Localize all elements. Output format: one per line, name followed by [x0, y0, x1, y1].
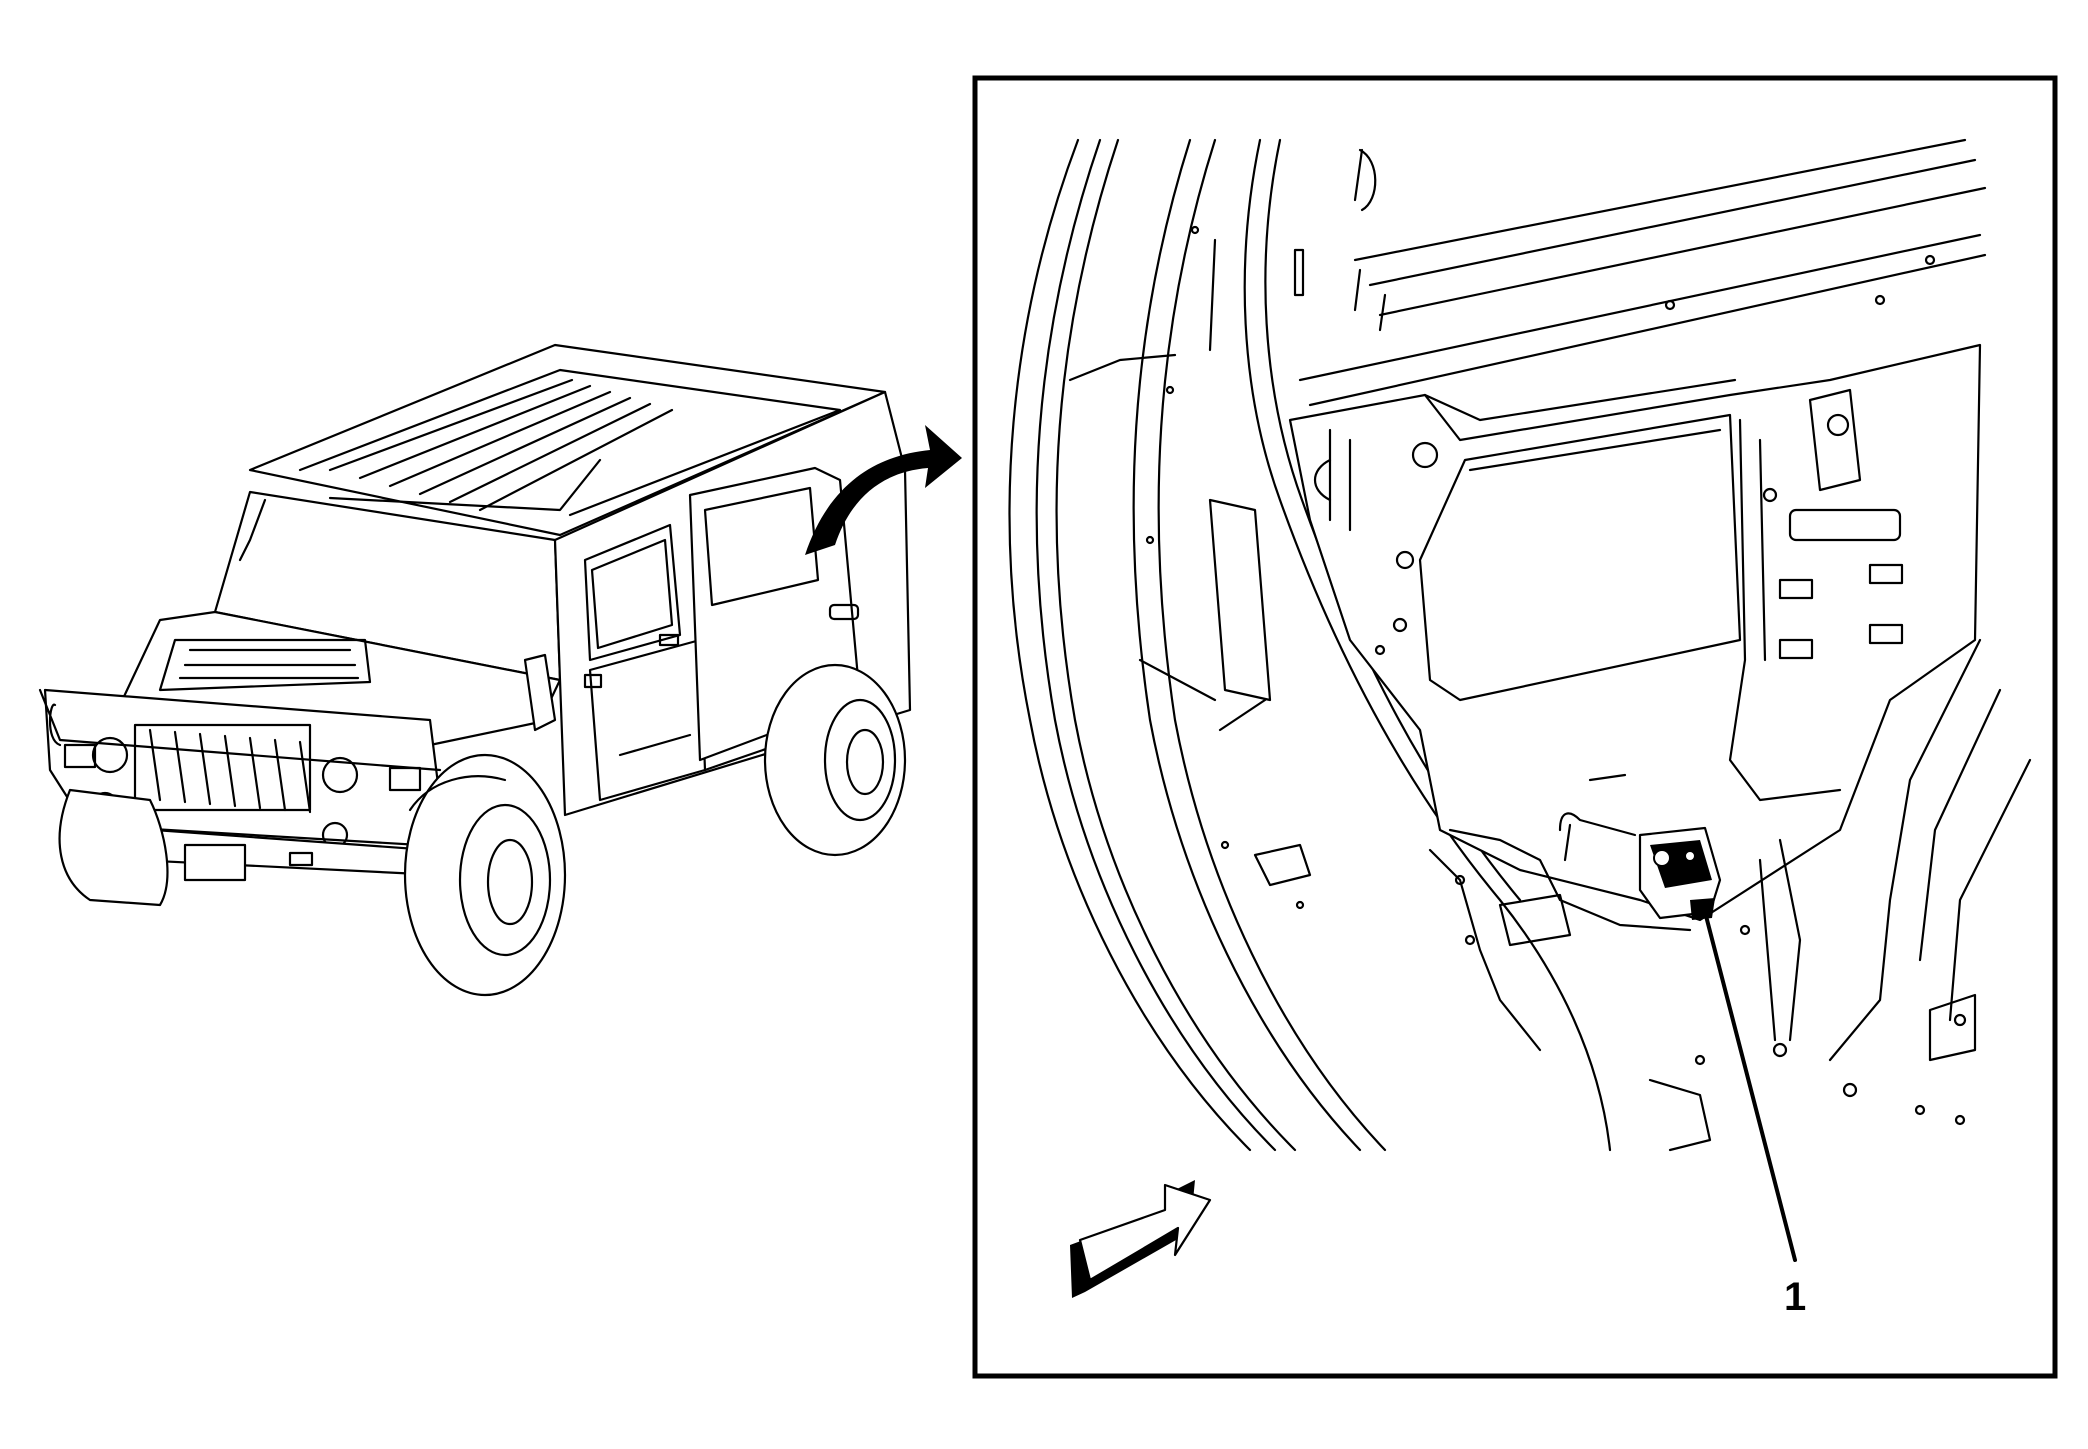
- sensor-connector: [1638, 826, 1722, 920]
- callout-1-leader: [1703, 910, 1797, 1262]
- callout-1-label: 1: [1784, 1275, 1806, 1319]
- view-direction-arrow-icon: [1070, 1180, 1212, 1298]
- detail-view: 1: [972, 75, 2058, 1379]
- vehicle-overview: [38, 343, 962, 997]
- door-open-arrow-icon: [805, 425, 962, 555]
